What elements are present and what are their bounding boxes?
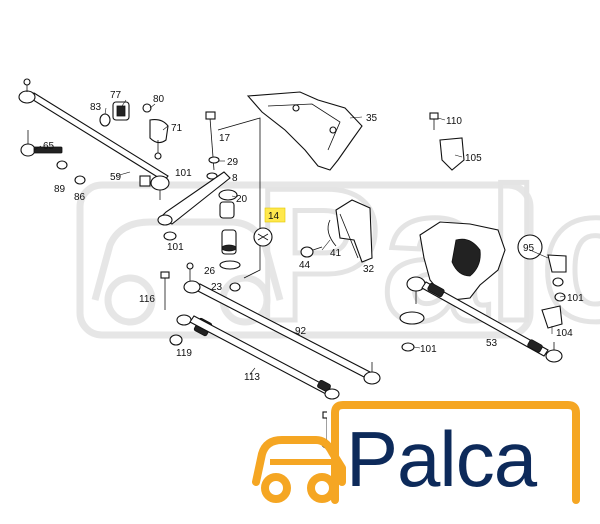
part-labels: 77 80 83 71 17 35 110 65 105 29 101 8 59… — [43, 90, 584, 431]
label-113: 113 — [244, 372, 260, 383]
leader-lines — [33, 99, 566, 375]
highlight-tag-14 — [253, 207, 286, 247]
label-101-d: 101 — [420, 344, 437, 355]
label-119: 119 — [176, 348, 192, 359]
bracket-32 — [300, 199, 373, 263]
bracket-35 — [246, 91, 363, 171]
brand-name: Palca — [346, 415, 538, 503]
label-29: 29 — [227, 157, 239, 168]
label-32: 32 — [363, 264, 375, 275]
label-104: 104 — [556, 328, 573, 339]
label-17: 17 — [219, 133, 231, 144]
label-35: 35 — [366, 113, 378, 124]
car-icon — [252, 436, 346, 503]
label-110: 110 — [446, 116, 462, 127]
label-105: 105 — [465, 153, 482, 164]
label-101-c: 101 — [567, 293, 584, 304]
label-23: 23 — [211, 282, 223, 293]
label-80: 80 — [153, 94, 165, 105]
palca-logo: Palca — [252, 401, 580, 506]
label-89: 89 — [54, 184, 66, 195]
idler-arm-assembly — [157, 111, 261, 292]
label-59: 59 — [110, 172, 122, 183]
label-8: 8 — [232, 173, 238, 184]
label-41: 41 — [330, 248, 342, 259]
label-92: 92 — [295, 326, 307, 337]
label-20: 20 — [236, 194, 248, 205]
label-14-highlight: 14 — [268, 211, 280, 222]
label-71: 71 — [171, 123, 183, 134]
label-65: 65 — [43, 141, 55, 152]
detail-circle-95 — [517, 234, 567, 287]
tie-rod-113 — [176, 314, 340, 400]
label-26: 26 — [204, 266, 216, 277]
label-86: 86 — [74, 192, 86, 203]
ball-joint-65 — [20, 130, 86, 185]
label-53: 53 — [486, 338, 498, 349]
drag-link-92 — [183, 262, 381, 385]
label-95: 95 — [523, 243, 535, 254]
label-77: 77 — [110, 90, 122, 101]
tie-rod-59 — [18, 78, 170, 200]
label-116: 116 — [139, 294, 155, 305]
bolt-116 — [160, 271, 183, 346]
label-44: 44 — [299, 260, 311, 271]
steering-knuckle-right — [399, 221, 506, 325]
bushing-cluster — [99, 101, 169, 160]
bracket-104 — [541, 292, 566, 329]
tie-rod-53 — [401, 276, 563, 363]
label-83: 83 — [90, 102, 102, 113]
label-101-a: 101 — [175, 168, 192, 179]
label-101-b: 101 — [167, 242, 184, 253]
bracket-105 — [429, 112, 465, 171]
